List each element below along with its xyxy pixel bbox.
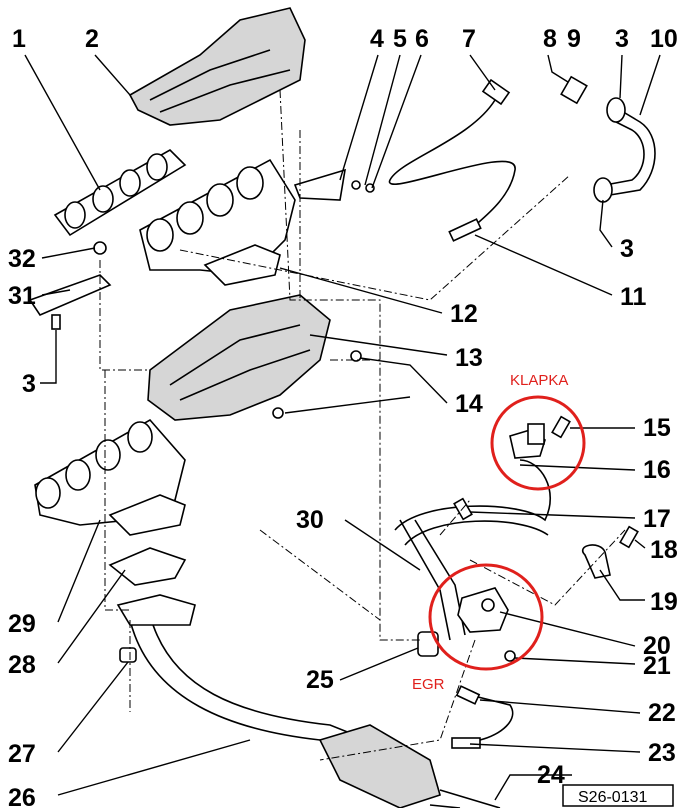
flange-hole	[481, 598, 495, 612]
assembly-lines	[99, 89, 626, 761]
klapka-highlight-circle	[490, 395, 586, 491]
part-number: 10	[650, 25, 678, 53]
nut-21	[504, 650, 516, 662]
bolt-17	[453, 497, 473, 521]
nut-32	[93, 241, 107, 255]
connecting-pipe	[604, 109, 656, 196]
flange-gasket	[108, 547, 187, 586]
part-number: 5	[393, 25, 407, 53]
drawing-code-box	[562, 784, 674, 807]
front-exhaust-pipe	[129, 614, 381, 761]
drawing-code: S26-0131	[578, 789, 647, 806]
flap-actuator	[527, 423, 545, 445]
part-number: 19	[650, 588, 678, 616]
bracket	[293, 168, 347, 201]
shield-ribs	[149, 49, 291, 113]
part-number: 27	[8, 740, 36, 768]
part-number: 15	[643, 414, 671, 442]
manifold-ports	[146, 166, 264, 252]
part-number: 9	[567, 25, 581, 53]
bolt-15	[551, 415, 571, 439]
lambda-sensor-lower	[451, 737, 481, 749]
lower-manifold-ports	[35, 421, 153, 509]
part-number: 28	[8, 651, 36, 679]
bolt-18	[619, 525, 639, 549]
egr-label: EGR	[412, 676, 445, 693]
part-number: 6	[415, 25, 429, 53]
nut	[119, 647, 137, 663]
upper-heat-shield	[128, 7, 306, 126]
leader-lines	[24, 54, 661, 801]
part-number: 13	[455, 344, 483, 372]
part-number: 14	[455, 390, 483, 418]
part-number: 18	[650, 536, 678, 564]
pipe-nut-bottom	[593, 177, 613, 203]
part-number: 12	[450, 300, 478, 328]
lower-manifold-flange	[108, 494, 186, 536]
part-number: 8	[543, 25, 557, 53]
part-number: 22	[648, 699, 676, 727]
part-number: 7	[462, 25, 476, 53]
part-number: 26	[8, 784, 36, 808]
part-number: 1	[12, 25, 26, 53]
egr-pipe	[394, 459, 551, 641]
part-number: 2	[85, 25, 99, 53]
lambda-sensor-cable-upper	[389, 99, 516, 231]
part-number: 20	[643, 632, 671, 660]
bolt-3	[51, 314, 61, 330]
pipe-flange	[116, 594, 196, 626]
part-number: 17	[643, 505, 671, 533]
lambda-sensor-cable-lower	[469, 694, 514, 741]
nut-14b	[272, 407, 284, 419]
part-number: 32	[8, 245, 36, 273]
egr-highlight-circle	[428, 563, 544, 671]
egr-valve-flange	[457, 587, 509, 633]
part-number: 30	[296, 506, 324, 534]
nut-14a	[350, 350, 362, 362]
klapka-label: KLAPKA	[510, 372, 568, 389]
lower-heat-shield	[147, 294, 331, 421]
part-numbers: 1 2 4 5 6 7 8 9 3 10 3 11 12 13 14 15 16…	[8, 25, 678, 808]
catalytic-converter	[318, 724, 441, 808]
part-number: 11	[620, 283, 647, 311]
part-number: 25	[306, 666, 334, 694]
lower-shield-ribs	[169, 324, 311, 401]
part-number: 21	[643, 652, 671, 680]
part-number: 31	[8, 282, 36, 310]
support-bracket	[28, 274, 112, 316]
tail-pipe	[429, 789, 501, 808]
part-number: 23	[648, 739, 676, 767]
manifold-flange	[203, 244, 281, 286]
lambda-connector-lower	[455, 685, 481, 705]
part-number: 24	[537, 761, 565, 789]
part-number: 29	[8, 610, 36, 638]
part-number: 4	[370, 25, 384, 53]
lambda-sensor-upper	[448, 218, 482, 242]
lambda-connector-upper	[481, 78, 511, 106]
part-number: 16	[643, 456, 671, 484]
pipe-nut-top	[606, 97, 626, 123]
gasket-holes	[64, 153, 168, 229]
fitting	[560, 75, 588, 105]
part-number: 3	[22, 370, 36, 398]
part-number: 3	[615, 25, 629, 53]
nut-5	[351, 180, 361, 190]
part-number: 3	[620, 235, 634, 263]
